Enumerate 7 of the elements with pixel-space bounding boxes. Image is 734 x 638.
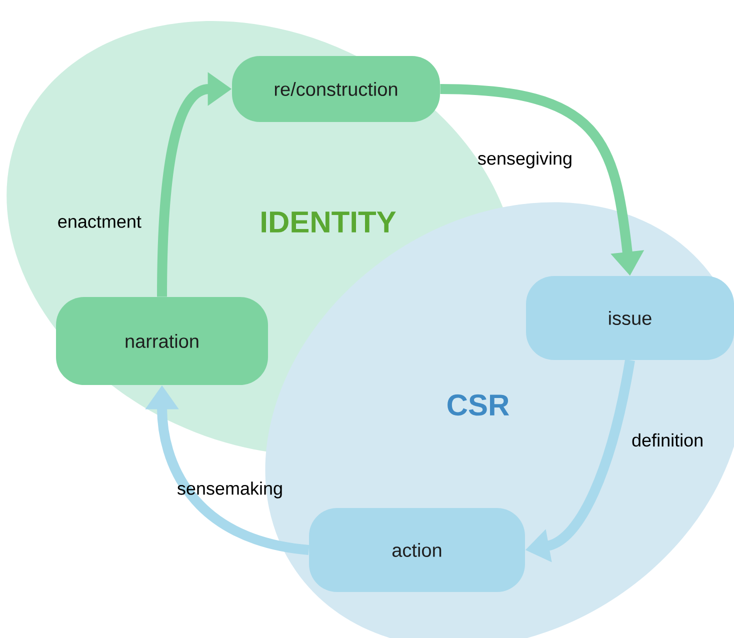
process-box: re/construction [232,56,440,122]
process-box: action [309,508,525,592]
process-box: narration [56,297,268,385]
edge-label: enactment [58,216,142,228]
edge-label: sensemaking [177,482,282,498]
process-box: issue [526,276,734,360]
edge-label: definition [632,433,702,447]
